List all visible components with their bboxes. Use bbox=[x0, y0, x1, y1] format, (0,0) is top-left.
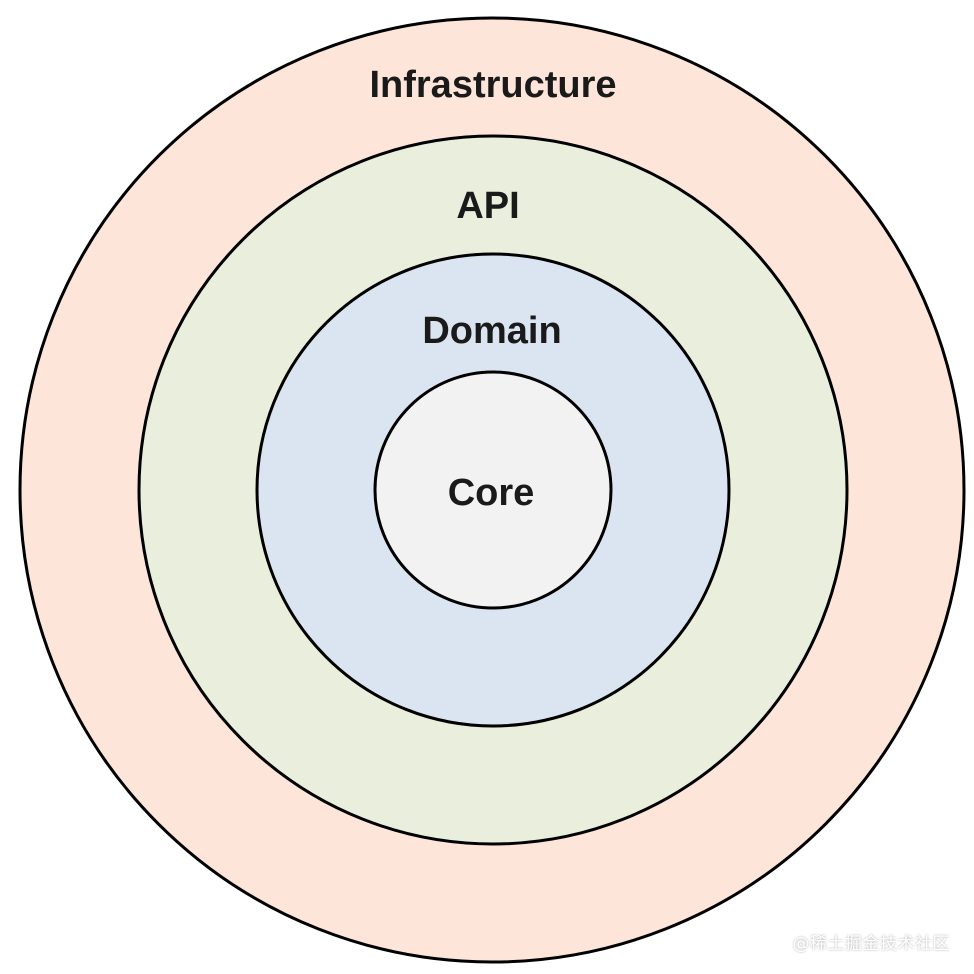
domain-label: Domain bbox=[422, 310, 561, 352]
core-label: Core bbox=[448, 472, 535, 514]
infrastructure-label: Infrastructure bbox=[369, 64, 616, 106]
api-label: API bbox=[456, 185, 519, 227]
watermark: @稀土掘金技术社区 bbox=[792, 934, 950, 954]
core-layer-circle bbox=[373, 370, 613, 610]
